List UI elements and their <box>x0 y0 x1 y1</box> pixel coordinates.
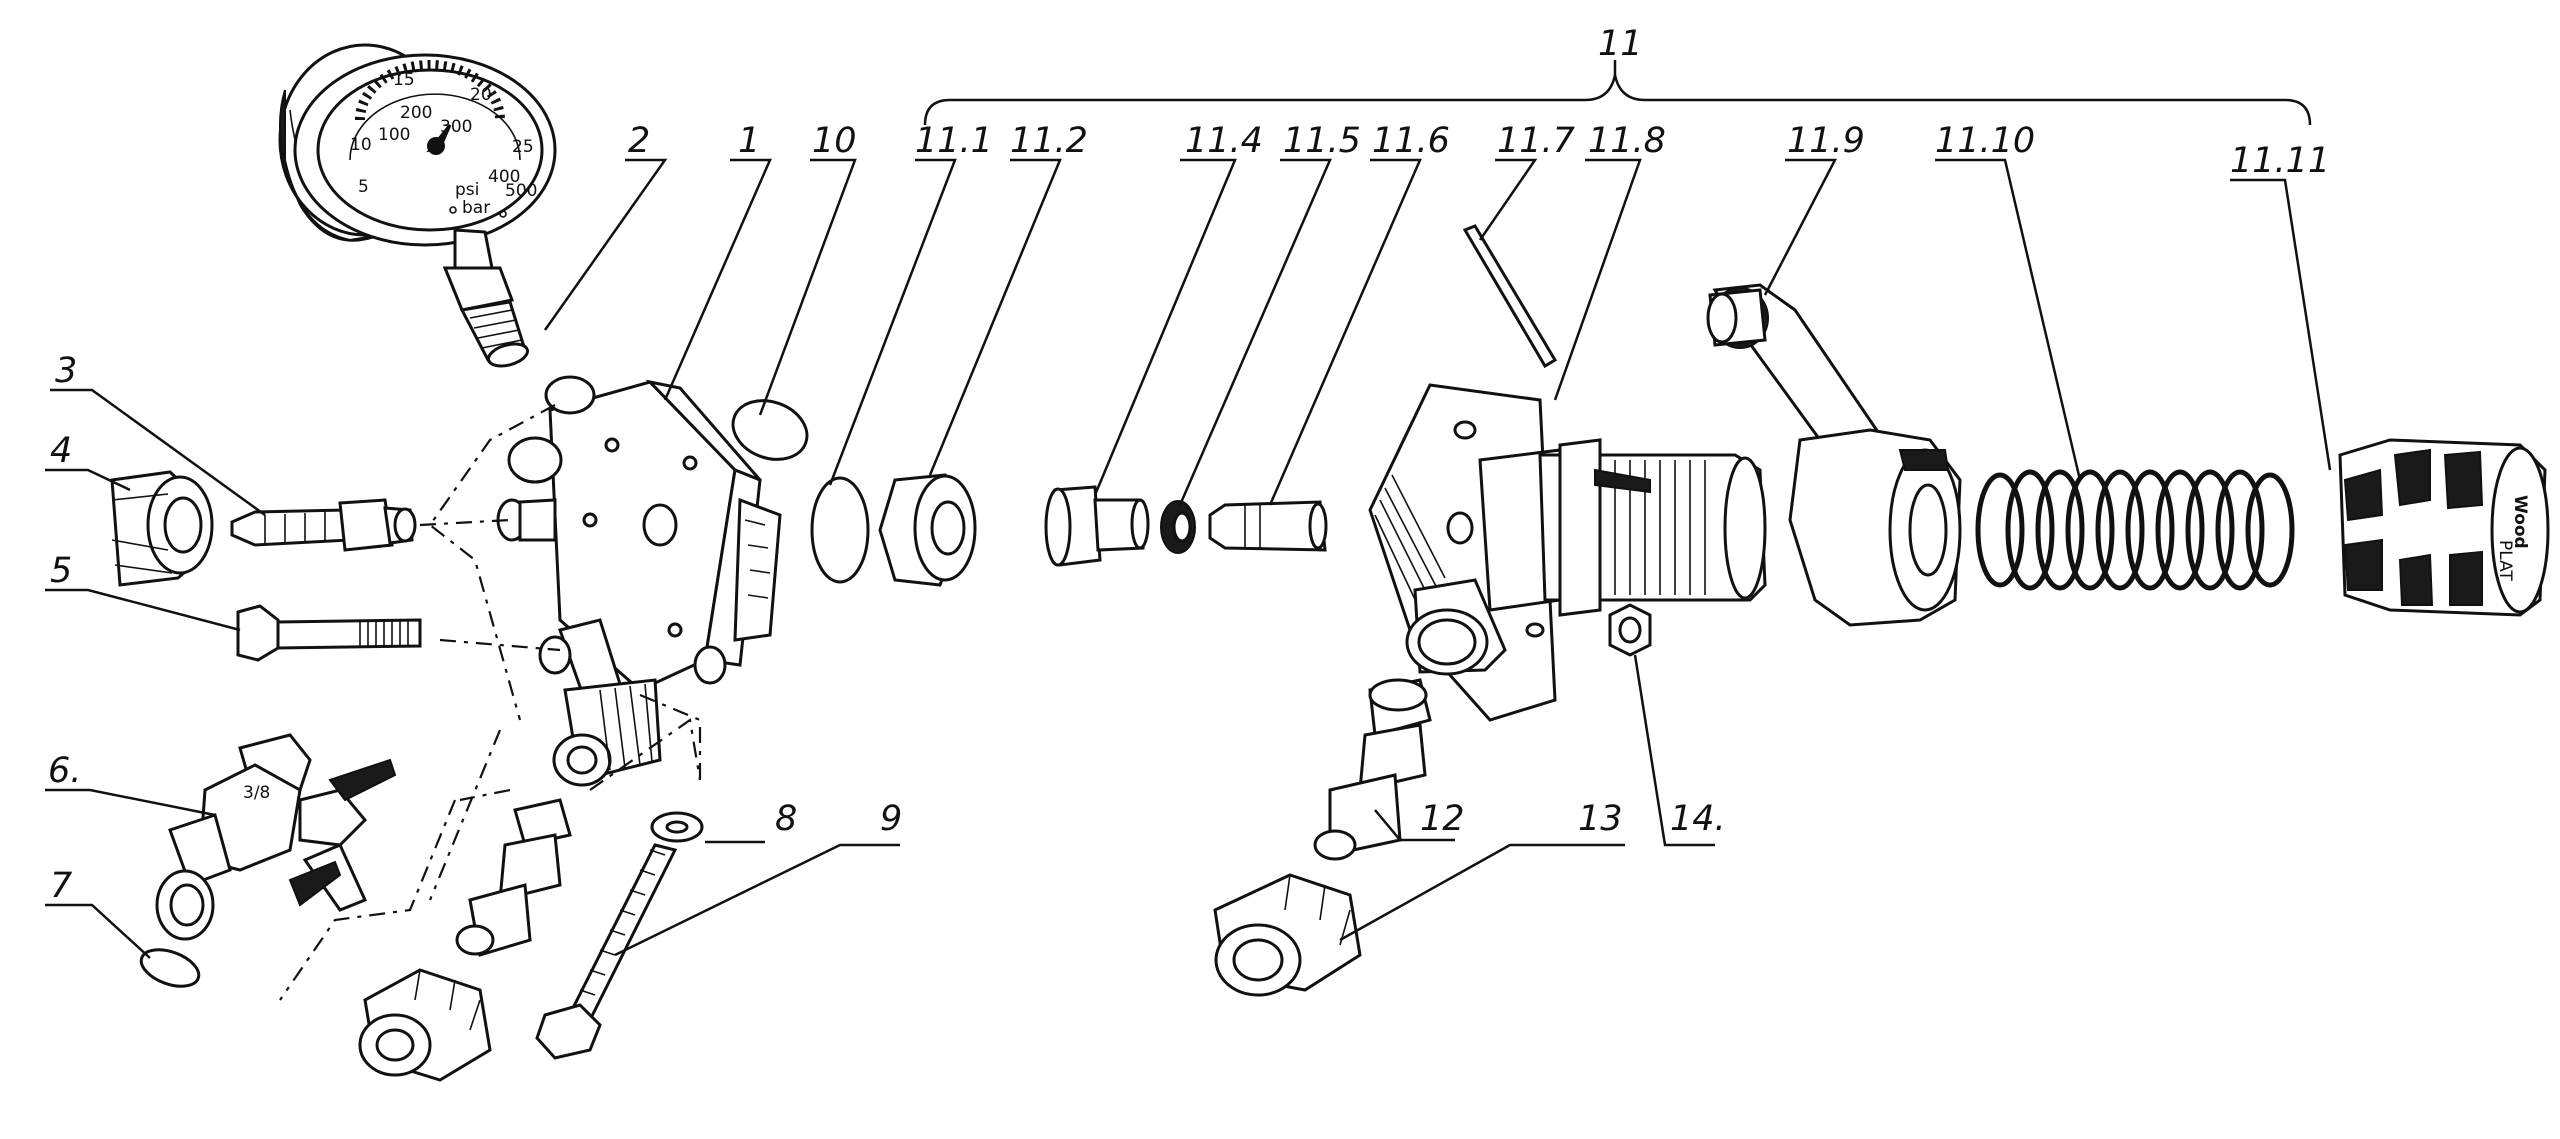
leader-lines <box>45 158 2332 959</box>
label-7: 7 <box>50 866 72 906</box>
hose-barb-left <box>455 798 572 957</box>
part-11-1-o-ring <box>810 476 870 584</box>
gauge-psi-10: 10 <box>350 135 372 155</box>
label-11-8: 11.8 <box>1588 121 1666 161</box>
part-11-11-knob: Wood PLAT <box>2338 438 2550 617</box>
gauge-psi-25: 25 <box>512 137 534 157</box>
gauge-bar-100: 100 <box>378 125 410 145</box>
part-3-nipple <box>230 498 417 552</box>
gauge-unit-psi: psi <box>455 180 479 200</box>
union-nut-lower-left <box>358 968 492 1082</box>
part-11-9-lever <box>1706 283 1962 627</box>
part-11-10-spring <box>1975 469 2295 591</box>
part-11-2-seat <box>878 473 977 587</box>
label-11-5: 11.5 <box>1283 121 1361 161</box>
part-12-hose-barb <box>1313 678 1432 861</box>
label-6: 6. <box>48 751 81 791</box>
label-3: 3 <box>55 351 77 391</box>
label-11-6: 11.6 <box>1372 121 1450 161</box>
knob-brand-logo: Wood <box>2510 495 2530 549</box>
assembly-guide-lines <box>279 404 702 1001</box>
part-labels: 11 2 1 10 11.1 11.2 11.4 11.5 11.6 11.7 … <box>48 24 2330 906</box>
label-1: 1 <box>738 121 760 161</box>
label-5: 5 <box>50 551 72 591</box>
gauge-psi-15: 15 <box>393 70 415 90</box>
gauge-bar-400: 400 <box>488 167 520 187</box>
label-11: 11 <box>1598 24 1643 64</box>
part-11-4-plug <box>1044 485 1150 567</box>
assembly-11-bracket <box>923 60 2312 126</box>
label-13: 13 <box>1578 799 1623 839</box>
part-7-o-ring <box>139 948 201 988</box>
part-1-manifold <box>496 375 782 787</box>
gauge-tick-ring <box>355 60 505 121</box>
part-10-o-ring <box>731 399 809 461</box>
label-11-2: 11.2 <box>1010 121 1088 161</box>
part-14-nut <box>1608 603 1652 657</box>
gauge-bar-200: 200 <box>400 103 432 123</box>
part-9-long-bolt <box>535 843 678 1060</box>
label-8: 8 <box>775 799 797 839</box>
label-11-1: 11.1 <box>915 121 993 161</box>
knob-brand-sub: PLAT <box>2495 540 2515 581</box>
part-4-union-nut <box>110 470 214 587</box>
part-11-5-seal <box>1160 500 1196 554</box>
gauge-bar-500: 500 <box>505 181 537 201</box>
label-11-10: 11.10 <box>1935 121 2035 161</box>
label-11-9: 11.9 <box>1787 121 1865 161</box>
label-12: 12 <box>1420 799 1465 839</box>
pressure-gauge: 5 10 15 20 25 100 200 300 400 500 psi ba… <box>278 43 557 368</box>
part-5-bolt <box>236 604 422 662</box>
label-11-4: 11.4 <box>1185 121 1263 161</box>
label-2: 2 <box>628 121 650 161</box>
part-13-union-nut <box>1213 873 1362 997</box>
label-10: 10 <box>812 121 857 161</box>
part-8-washer <box>650 811 704 843</box>
label-14: 14. <box>1670 799 1726 839</box>
gauge-psi-5: 5 <box>358 177 369 197</box>
label-11-11: 11.11 <box>2230 141 2330 181</box>
part-11-8-housing <box>1368 383 1767 722</box>
part-11-6-pin <box>1208 500 1328 552</box>
gauge-unit-bar: bar <box>462 198 490 218</box>
label-9: 9 <box>880 799 902 839</box>
part-6-ball-valve: 3/8 <box>155 733 397 941</box>
label-11-7: 11.7 <box>1497 121 1575 161</box>
label-4: 4 <box>50 431 72 471</box>
part-11-7-rod <box>1462 224 1558 369</box>
gauge-psi-20: 20 <box>470 85 492 105</box>
valve-size-marking: 3/8 <box>243 783 270 803</box>
